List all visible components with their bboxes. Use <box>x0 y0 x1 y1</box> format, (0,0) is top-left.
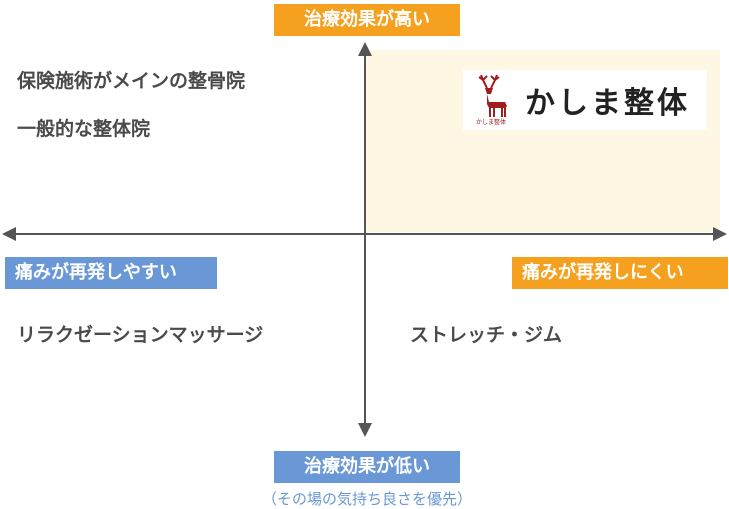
logo-title: かしま整体 <box>525 86 690 121</box>
top-axis-label: 治療効果が高い <box>274 4 460 36</box>
quadrant-top-left-item-1: 保険施術がメインの整骨院 <box>17 70 246 92</box>
quadrant-bottom-right-item: ストレッチ・ジム <box>410 324 563 346</box>
up-arrow-icon <box>358 42 372 56</box>
bottom-axis-label: 治療効果が低い <box>274 451 460 483</box>
quadrant-top-left-item-2: 一般的な整体院 <box>17 118 151 140</box>
deer-icon: かしま整体 <box>476 74 507 126</box>
kashima-seitai-logo: かしま整体 かしま整体 <box>463 70 707 130</box>
right-axis-label: 痛みが再発しにくい <box>512 257 728 289</box>
left-axis-label: 痛みが再発しやすい <box>5 257 217 289</box>
bottom-axis-note: （その場の気持ち良さを優先） <box>261 490 472 508</box>
right-arrow-icon <box>713 227 727 241</box>
quadrant-bottom-left-item: リラクゼーションマッサージ <box>17 324 264 346</box>
left-arrow-icon <box>2 227 16 241</box>
logo-small-text: かしま整体 <box>476 118 506 126</box>
down-arrow-icon <box>358 423 372 437</box>
